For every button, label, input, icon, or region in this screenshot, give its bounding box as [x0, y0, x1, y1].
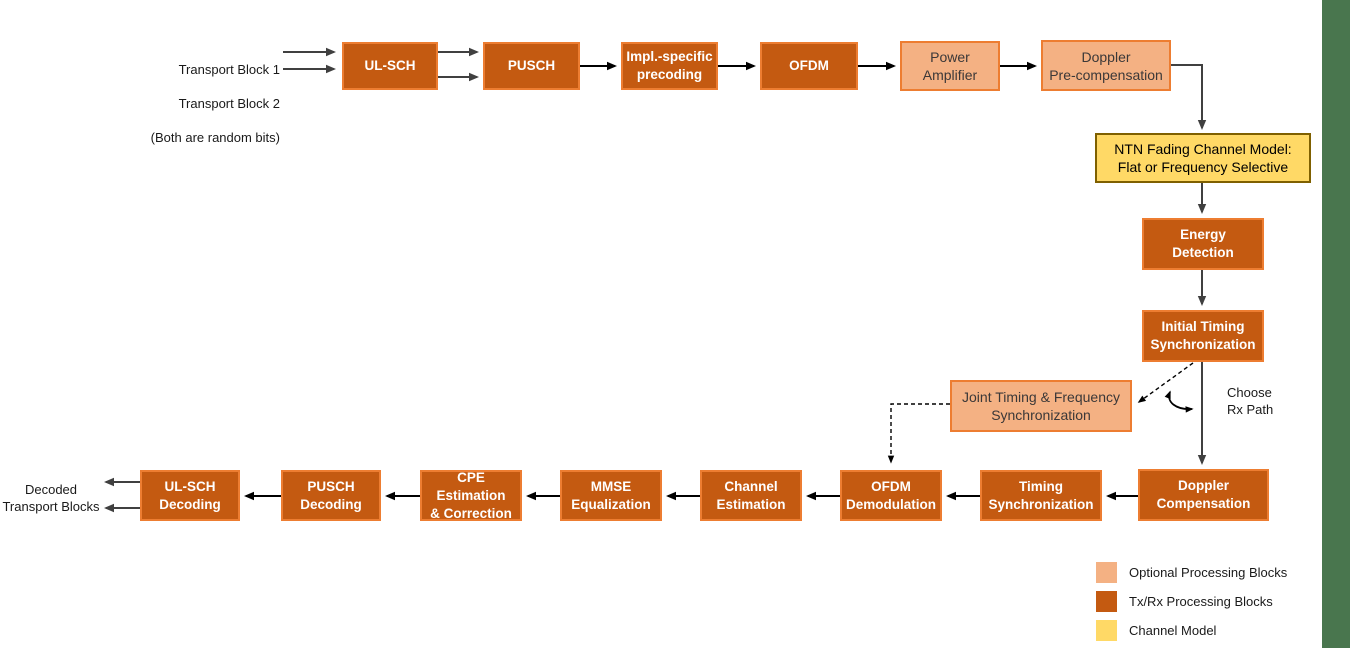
block-cpe-estimation-correction: CPE Estimation & Correction: [420, 470, 522, 521]
legend-label-optional: Optional Processing Blocks: [1129, 565, 1288, 580]
legend-swatch-txrx: [1096, 591, 1117, 612]
block-label: Timing Synchronization: [988, 478, 1094, 512]
legend-label-txrx: Tx/Rx Processing Blocks: [1129, 594, 1273, 609]
block-pusch: PUSCH: [483, 42, 580, 90]
block-doppler-precompensation: Doppler Pre-compensation: [1041, 40, 1171, 91]
block-label: Energy Detection: [1172, 227, 1234, 260]
block-energy-detection: Energy Detection: [1142, 218, 1264, 270]
legend-item-txrx: Tx/Rx Processing Blocks: [1096, 591, 1287, 612]
block-label: Channel Estimation: [716, 478, 786, 512]
block-impl-specific-precoding: Impl.-specific precoding: [621, 42, 718, 90]
choose-rx-path-label: Choose Rx Path: [1227, 385, 1274, 417]
input-label-tb1: Transport Block 1: [178, 62, 280, 77]
block-joint-timing-frequency-synchronization: Joint Timing & Frequency Synchronization: [950, 380, 1132, 432]
block-mmse-equalization: MMSE Equalization: [560, 470, 662, 521]
legend-item-optional: Optional Processing Blocks: [1096, 562, 1287, 583]
dashed-arrow-initialtiming-jointsync: [1137, 362, 1194, 403]
block-label: Doppler Pre-compensation: [1049, 48, 1163, 83]
block-label: PUSCH Decoding: [300, 478, 362, 512]
legend-swatch-optional: [1096, 562, 1117, 583]
block-timing-synchronization: Timing Synchronization: [980, 470, 1102, 521]
dashed-arrow-jointsync-ofdmdemod: [887, 403, 950, 464]
block-label: UL-SCH: [364, 58, 416, 73]
block-label: MMSE Equalization: [571, 478, 651, 512]
legend-swatch-channel: [1096, 620, 1117, 641]
legend-label-channel: Channel Model: [1129, 623, 1217, 638]
block-label: UL-SCH Decoding: [159, 478, 221, 512]
legend: Optional Processing Blocks Tx/Rx Process…: [1096, 562, 1287, 649]
arrow-precomp-to-channel: [1171, 64, 1207, 130]
input-labels: Transport Block 1 Transport Block 2 (Bot…: [120, 44, 280, 163]
legend-item-channel: Channel Model: [1096, 620, 1287, 641]
block-power-amplifier: Power Amplifier: [900, 41, 1000, 91]
block-initial-timing-synchronization: Initial Timing Synchronization: [1142, 310, 1264, 362]
block-label: OFDM Demodulation: [846, 478, 936, 512]
output-label: Decoded Transport Blocks: [2, 482, 100, 514]
block-label: CPE Estimation & Correction: [430, 469, 512, 521]
block-ofdm: OFDM: [760, 42, 858, 90]
block-label: OFDM: [789, 58, 829, 73]
block-doppler-compensation: Doppler Compensation: [1138, 469, 1269, 521]
input-label-tb2: Transport Block 2: [178, 96, 280, 111]
block-channel-estimation: Channel Estimation: [700, 470, 802, 521]
block-label: PUSCH: [507, 58, 556, 73]
block-label: Power Amplifier: [922, 49, 978, 83]
block-ofdm-demodulation: OFDM Demodulation: [840, 470, 942, 521]
block-label: Joint Timing & Frequency Synchronization: [962, 389, 1120, 423]
block-ntn-fading-channel-model: NTN Fading Channel Model: Flat or Freque…: [1095, 133, 1311, 183]
block-pusch-decoding: PUSCH Decoding: [281, 470, 381, 521]
block-label: Initial Timing Synchronization: [1150, 319, 1256, 352]
side-accent-bar: [1322, 0, 1350, 648]
input-label-note: (Both are random bits): [150, 130, 280, 145]
block-ul-sch-decoding: UL-SCH Decoding: [140, 470, 240, 521]
block-label: Impl.-specific precoding: [626, 49, 713, 82]
block-label: Doppler Compensation: [1156, 478, 1251, 511]
block-ul-sch: UL-SCH: [342, 42, 438, 90]
curved-arrow-choose-rx-path: [1164, 390, 1194, 413]
block-label: NTN Fading Channel Model: Flat or Freque…: [1114, 141, 1292, 175]
